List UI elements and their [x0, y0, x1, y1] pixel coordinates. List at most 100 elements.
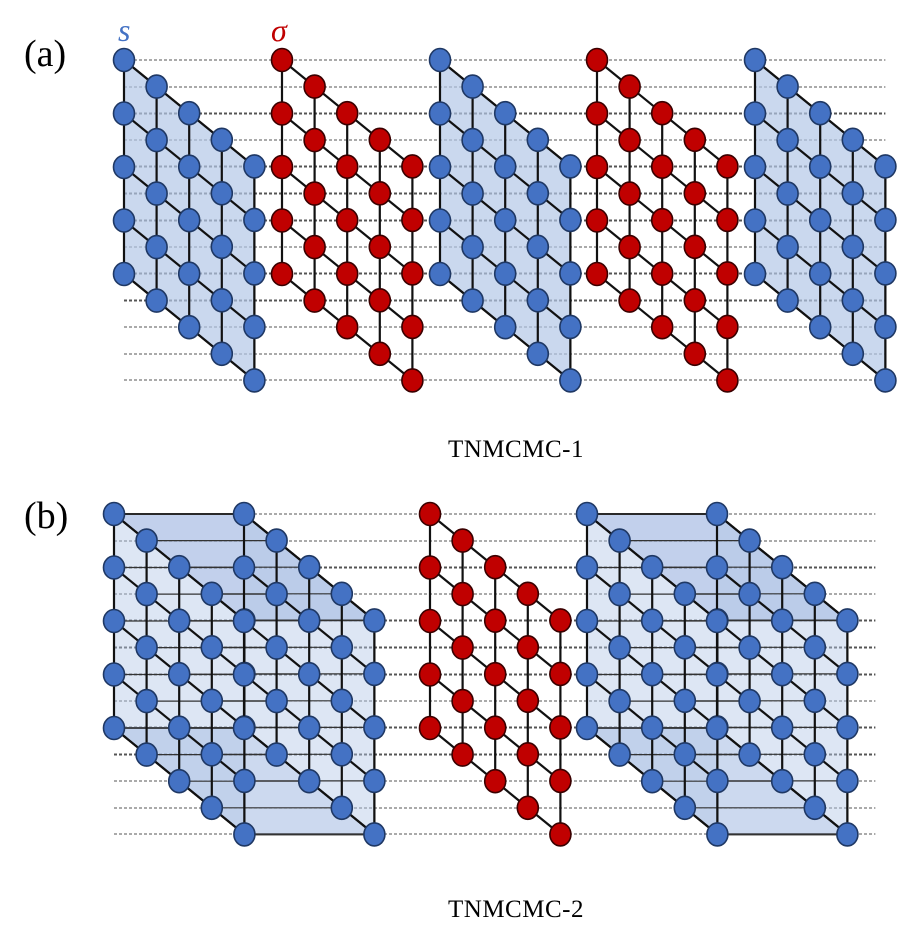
panel-a-s-layer-3-node [874, 314, 897, 340]
panel-b-s-block-2-sheet-node [705, 555, 729, 580]
panel-b-s-block-2-sheet-node [738, 581, 761, 607]
panel-a-s-layer-3-node [743, 261, 767, 287]
panel-a-s-layer-3-node [808, 154, 832, 179]
panel-a-sigma-layer-1-node [303, 127, 326, 153]
panel-a-s-layer-1-node [210, 234, 234, 260]
panel-a-sigma-layer-2-node [683, 181, 707, 206]
panel-b-s-block-1-sheet-node [167, 608, 191, 634]
panel-b-s-block-2-sheet-node [836, 822, 859, 847]
panel-a-s-layer-1-node [177, 261, 201, 287]
panel-a-s-layer-1-node [243, 368, 266, 393]
panel-b-s-block-2-sheet-node [705, 501, 729, 527]
panel-a-s-layer-3-node [841, 234, 865, 260]
panel-b-s-block-2-sheet-node [640, 608, 664, 634]
panel-a-s-layer-2-node [493, 100, 517, 126]
panel-b-s-block-1-sheet-node [363, 608, 386, 633]
panel-a-caption: TNMCMC-1 [448, 436, 584, 463]
panel-a-sigma-layer-1-node [368, 181, 392, 206]
panel-a-sigma-layer-2-node [716, 207, 739, 233]
panel-b-s-block-1-sheet-node [363, 768, 386, 794]
panel-a-diagram [112, 47, 897, 393]
panel-a-s-layer-3-node [874, 154, 897, 179]
panel-b-sigma-layer-node [516, 581, 540, 607]
panel-b-s-block-1-sheet-node [297, 715, 321, 741]
panel-b-s-block-1-sheet-node [232, 715, 256, 741]
panel-b-sigma-layer-node [483, 715, 507, 741]
panel-a-s-layer-2-node [461, 127, 484, 153]
panel-a-s-layer-1-node [210, 341, 234, 367]
panel-b-sigma-layer-node [549, 715, 572, 740]
panel-b-label: (b) [24, 495, 69, 537]
panel-a-s-layer-2-node [428, 47, 452, 73]
panel-a-sigma-layer-2-node [650, 314, 674, 340]
panel-a-sigma-layer-2-node [716, 261, 739, 286]
panel-a-s-layer-2-node [493, 207, 517, 233]
panel-b-s-block-2-sheet-node [706, 822, 729, 847]
panel-b-s-block-2-sheet-node [640, 554, 664, 580]
panel-a-sigma-layer-1-node [335, 207, 359, 233]
panel-a-sigma-layer-2-node [618, 288, 641, 313]
panel-a-s-layer-3-node [776, 74, 799, 99]
panel-a-s-layer-3-node [874, 368, 897, 393]
panel-a-s-layer-2-node [559, 261, 582, 286]
panel-b-s-block-1-sheet-node [167, 715, 191, 741]
panel-b-s-block-2-sheet-node [673, 688, 697, 714]
panel-a-s-layer-3-node [808, 100, 832, 126]
panel-b-s-block-1-sheet-node [233, 822, 256, 847]
panel-b-s-block-2-sheet-node [803, 634, 827, 660]
panel-a-s-layer-3-node [743, 154, 767, 180]
panel-b-s-block-1-sheet-node [265, 742, 288, 767]
panel-b-s-block-2-sheet-node [836, 608, 859, 633]
panel-a-s-layer-1-node [145, 181, 168, 206]
panel-a-s-layer-3-node [841, 341, 865, 367]
panel-b-s-block-1-sheet-node [265, 581, 288, 607]
panel-b-s-block-1-sheet-node [102, 608, 126, 634]
panel-a-sigma-layer-2-node [683, 287, 707, 313]
panel-b-s-block-2-sheet-node [575, 608, 599, 634]
panel-a-sigma-layer-1-node [303, 74, 326, 99]
panel-b-s-block-2-sheet-node [770, 554, 794, 580]
panel-a-s-layer-3-node [808, 207, 832, 233]
panel-b-diagram [102, 501, 876, 847]
panel-b-s-block-2-sheet-node [836, 661, 859, 687]
panel-b-sigma-layer-node [516, 795, 540, 821]
panel-b-s-block-2-sheet-node [836, 768, 859, 794]
panel-b-sigma-layer-node [483, 768, 507, 794]
panel-b-sigma-layer-node [418, 555, 442, 580]
panel-a-sigma-layer-2-node [650, 154, 674, 179]
panel-b-s-block-2-sheet-node [770, 608, 794, 634]
panel-a-s-layer-3-node [808, 261, 832, 287]
panel-a-s-layer-2-node [428, 261, 452, 287]
panel-b-s-block-2-sheet-node [738, 742, 761, 767]
panel-a-s-layer-1-node [145, 74, 168, 99]
panel-a-sigma-layer-2-node [683, 127, 707, 153]
panel-a-sigma-layer-2-node [650, 261, 674, 287]
panel-a-sigma-layer-2-node [585, 101, 609, 126]
panel-a-s-layer-2-node [461, 74, 484, 99]
panel-a-sigma-layer-2-node [716, 314, 739, 340]
panel-b-s-block-1-sheet-node [102, 555, 126, 580]
panel-a-s-layer-2-node [461, 288, 484, 313]
panel-a-s-layer-2-node [559, 207, 582, 233]
panel-a-s-layer-3-node [743, 208, 767, 233]
panel-b-sigma-layer-node [418, 662, 442, 687]
panel-b-s-block-1-sheet-node [102, 662, 126, 687]
panel-b-sigma-layer-node [451, 688, 474, 714]
panel-b-s-block-1-sheet-node [200, 688, 224, 714]
panel-a-s-layer-1-node [112, 261, 136, 287]
panel-b-s-block-1-sheet-node [135, 635, 158, 660]
panel-b-s-block-2-sheet-node [803, 581, 827, 607]
panel-a-s-layer-2-node [493, 261, 517, 287]
panel-b-s-block-1-sheet-node [135, 742, 158, 767]
panel-a-sigma-layer-2-node [585, 261, 609, 287]
panel-a-s-layer-2-node [526, 234, 550, 260]
panel-a-sigma-layer-2-node [618, 74, 641, 99]
panel-a-sigma-layer-2-node [650, 100, 674, 126]
panel-b-s-block-1-sheet-node [233, 768, 256, 794]
panel-b-s-block-2-sheet-node [608, 688, 631, 714]
panel-b-sigma-layer-node [418, 501, 442, 527]
panel-a-label: (a) [24, 33, 67, 75]
panel-a-sigma-layer-2-node [683, 341, 707, 367]
panel-a-sigma-layer-1-node [401, 154, 424, 179]
panel-a-sigma-layer-1-node [335, 100, 359, 126]
